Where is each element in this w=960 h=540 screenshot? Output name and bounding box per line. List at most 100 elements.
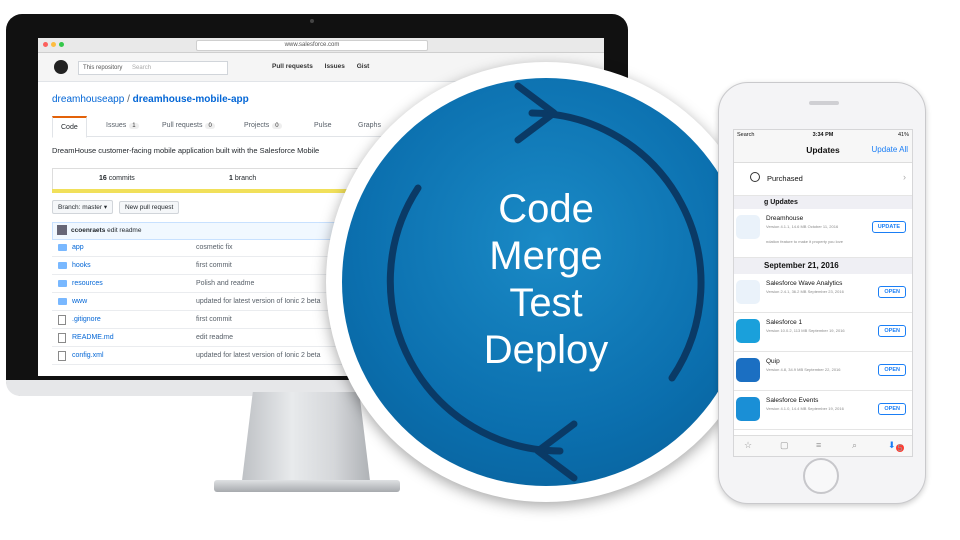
home-button[interactable] (803, 458, 839, 494)
commit-author[interactable]: ccoenraets (71, 227, 106, 234)
quip-app-icon (736, 358, 760, 382)
commits-count: 16 (99, 175, 107, 182)
top-charts-tab-icon[interactable]: ≡ (816, 440, 822, 450)
app-version: Version 4.1.1, 14.6 MB October 11, 2016 (766, 224, 839, 229)
folder-icon (58, 280, 67, 287)
app-version: Version 4.8, 34.9 MB September 22, 2016 (766, 367, 841, 372)
commits-link[interactable]: 16 commits (99, 169, 135, 189)
maximize-window-icon[interactable] (59, 42, 64, 47)
pending-updates-header: g Updates (734, 196, 912, 209)
file-icon (58, 351, 66, 361)
repo-description: DreamHouse customer-facing mobile applic… (52, 146, 320, 155)
app-name: Salesforce Wave Analytics (766, 280, 843, 287)
branches-link[interactable]: 1 branch (229, 169, 256, 189)
app-row[interactable]: Quip Version 4.8, 34.9 MB September 22, … (734, 352, 912, 391)
search-input[interactable]: This repository Search (78, 61, 228, 75)
clock: 3:34 PM (812, 132, 834, 138)
update-all-button[interactable]: Update All (871, 145, 908, 154)
word-deploy: Deploy (483, 328, 609, 372)
file-row: README.md edit readme (52, 329, 592, 347)
open-button[interactable]: OPEN (878, 364, 906, 376)
file-commit-message[interactable]: updated for latest version of Ionic 2 be… (196, 298, 321, 305)
featured-tab-icon[interactable]: ☆ (744, 440, 753, 450)
file-name[interactable]: .gitignore (72, 316, 101, 323)
purchased-row[interactable]: Purchased › (734, 163, 912, 196)
file-commit-message[interactable]: Polish and readme (196, 280, 255, 287)
file-icon (58, 315, 66, 325)
speaker-grille (809, 101, 839, 105)
tab-pulse[interactable]: Pulse (314, 116, 332, 135)
app-version: Version 4.1.0, 14.4 MB September 19, 201… (766, 406, 844, 411)
address-bar[interactable]: www.salesforce.com (196, 40, 428, 51)
open-button[interactable]: OPEN (878, 286, 906, 298)
tab-pull-requests-label: Pull requests (162, 122, 203, 129)
cycle-circle (342, 78, 750, 486)
tab-code[interactable]: Code (52, 116, 87, 138)
tab-issues-label: Issues (106, 122, 127, 129)
file-row: www updated for latest version of Ionic 2… (52, 293, 592, 311)
search-placeholder: Search (132, 65, 152, 71)
app-row[interactable]: Salesforce 1 Version 10.0.2, 113 MB Sept… (734, 313, 912, 352)
repo-name-link[interactable]: dreamhouse-mobile-app (132, 94, 249, 105)
tab-code-label: Code (61, 124, 78, 131)
app-name: Salesforce Events (766, 397, 819, 404)
file-name[interactable]: www (72, 298, 88, 305)
repo-owner-link[interactable]: dreamhouseapp (52, 94, 125, 105)
cycle-words: Code Merge Test Deploy (342, 186, 750, 374)
updates-badge: 5 (896, 443, 904, 453)
search-tab-icon[interactable]: ⌕ (852, 440, 858, 450)
file-name[interactable]: hooks (72, 262, 91, 269)
new-pull-request-button[interactable]: New pull request (118, 201, 180, 214)
avatar[interactable] (57, 225, 67, 236)
purchased-label: Purchased (767, 174, 803, 183)
app-version: Version 2.4.1, 36.2 MB September 23, 201… (766, 289, 844, 294)
file-commit-message[interactable]: cosmetic fix (196, 244, 233, 251)
app-row[interactable]: Salesforce Events Version 4.1.0, 14.4 MB… (734, 391, 912, 430)
minimize-window-icon[interactable] (51, 42, 56, 47)
file-list: app cosmetic fix hooks first commit resour… (52, 239, 592, 365)
tab-graphs[interactable]: Graphs (358, 116, 381, 135)
categories-tab-icon[interactable]: ▢ (780, 440, 789, 450)
folder-icon (58, 262, 67, 269)
word-merge: Merge (489, 234, 603, 278)
file-commit-message[interactable]: first commit (196, 316, 232, 323)
word-test: Test (509, 281, 583, 325)
issues-count: 1 (129, 123, 139, 129)
app-name: Quip (766, 358, 780, 365)
file-name[interactable]: resources (72, 280, 103, 287)
app-version: Version 10.0.2, 113 MB September 19, 201… (766, 328, 845, 333)
salesforce1-app-icon (736, 319, 760, 343)
branch-label: branch (234, 175, 257, 182)
open-button[interactable]: OPEN (878, 325, 906, 337)
commit-message[interactable]: edit readme (107, 227, 142, 234)
open-button[interactable]: OPEN (878, 403, 906, 415)
nav-gist[interactable]: Gist (356, 63, 370, 70)
nav-pull-requests[interactable]: Pull requests (272, 63, 313, 70)
file-name[interactable]: config.xml (72, 352, 104, 359)
updates-tab-icon[interactable]: ⬇5 (888, 440, 904, 453)
github-logo-icon[interactable] (54, 60, 68, 74)
close-window-icon[interactable] (43, 42, 48, 47)
update-button[interactable]: UPDATE (871, 221, 906, 233)
branch-count: 1 (229, 175, 233, 182)
file-name[interactable]: README.md (72, 334, 114, 341)
app-row[interactable]: Salesforce Wave Analytics Version 2.4.1,… (734, 274, 912, 313)
file-commit-message[interactable]: updated for latest version of Ionic 2 be… (196, 352, 321, 359)
app-row[interactable]: Dreamhouse Version 4.1.1, 14.6 MB Octobe… (734, 209, 912, 258)
word-code: Code (498, 187, 594, 231)
app-store-updates-screen: Search 3:34 PM 41% Updates Update All Pu… (733, 129, 913, 457)
carrier-label[interactable]: Search (737, 132, 755, 138)
nav-issues[interactable]: Issues (324, 63, 345, 70)
file-icon (58, 333, 66, 343)
file-commit-message[interactable]: first commit (196, 262, 232, 269)
file-name[interactable]: app (72, 244, 84, 251)
tab-graphs-label: Graphs (358, 122, 381, 129)
tab-bar: ☆ ▢ ≡ ⌕ ⬇5 (734, 435, 912, 456)
scope-label: This repository (83, 65, 123, 71)
file-commit-message[interactable]: edit readme (196, 334, 233, 341)
branch-select[interactable]: Branch: master ▾ (52, 200, 114, 214)
